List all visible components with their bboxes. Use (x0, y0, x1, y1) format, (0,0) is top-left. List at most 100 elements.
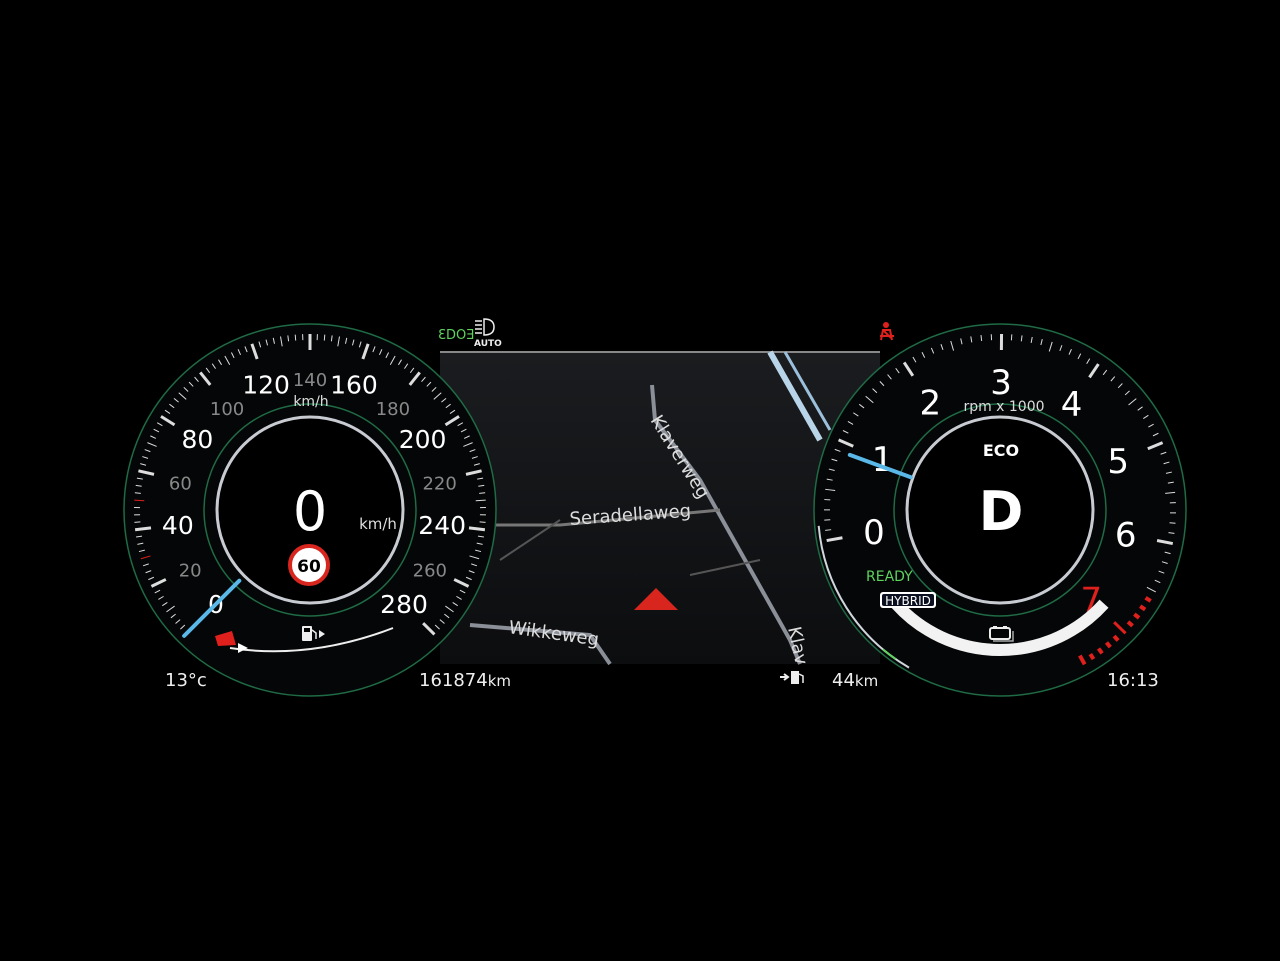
speed-tick (444, 415, 460, 427)
speed-tick (150, 435, 157, 439)
speed-tick (144, 449, 151, 453)
speed-tick (224, 355, 231, 365)
speed-tick (134, 526, 152, 532)
rpm-tick (1048, 341, 1053, 352)
speed-tick (445, 605, 454, 613)
gauge-center-ring (905, 415, 1095, 605)
rpm-tick (940, 344, 944, 351)
speed-tick (218, 359, 223, 366)
rpm-tick (1167, 481, 1174, 484)
navigation-map[interactable] (440, 350, 880, 666)
ready-indicator: READY (866, 569, 913, 585)
battery-icon (989, 626, 1014, 642)
rpm-tick (970, 336, 973, 343)
rpm-tick (1040, 339, 1043, 346)
rpm-tick (1161, 561, 1168, 564)
speed-scale-label: 280 (380, 590, 428, 619)
speed-tick (330, 335, 333, 342)
rpm-tick (1143, 414, 1149, 419)
hybrid-label: HYBRID (885, 594, 931, 608)
rpm-tick (960, 338, 963, 345)
rpm-tick (1148, 423, 1154, 428)
speed-unit: km/h (359, 515, 397, 533)
rpm-tick (1126, 620, 1134, 628)
speed-tick (476, 542, 483, 545)
speed-needle (182, 578, 242, 638)
speed-tick (372, 346, 376, 353)
fuel-pump-icon (302, 626, 325, 641)
speed-tick (449, 409, 456, 414)
rpm-tick (831, 458, 838, 462)
speed-tick (477, 477, 484, 480)
speed-scale-label: 160 (330, 370, 378, 399)
speed-tick (457, 422, 464, 427)
speed-tick (134, 499, 145, 502)
speed-tick (456, 595, 462, 600)
navigation-arrow-icon (634, 588, 678, 610)
rpm-tick (879, 381, 885, 387)
speed-tick (441, 397, 447, 403)
rpm-scale-label: 3 (990, 363, 1012, 403)
speed-tick (459, 589, 466, 594)
speed-tick (444, 613, 450, 619)
speed-tick (468, 526, 486, 532)
speed-scale-label: 220 (422, 473, 456, 494)
speed-tick (199, 371, 212, 386)
rpm-tick (1163, 461, 1170, 465)
rpm-tick (1147, 441, 1164, 451)
speed-tick (250, 343, 259, 360)
speed-tick (156, 422, 163, 427)
speed-tick (230, 352, 235, 359)
speed-tick (244, 346, 248, 353)
speed-tick (180, 624, 186, 630)
rpm-tick (1133, 612, 1141, 620)
rpm-tick (825, 488, 836, 491)
speed-tick (287, 335, 290, 342)
speed-unit-top: km/h (293, 394, 328, 410)
speed-tick (471, 456, 478, 459)
speed-tick (158, 595, 164, 600)
speed-scale-label: 200 (399, 425, 447, 454)
speed-scale-label: 180 (376, 399, 410, 420)
speed-tick (138, 549, 145, 553)
sidelights-icon: ƐDOƎ (438, 328, 474, 343)
rpm-tick (980, 334, 983, 342)
speed-tick (469, 449, 476, 453)
speed-tick (409, 367, 415, 374)
gauge-inner-ring (203, 403, 417, 617)
speed-tick (463, 435, 470, 439)
speed-tick (140, 555, 151, 560)
fuel-gauge-marker (238, 643, 248, 653)
battery-charge-bar (891, 599, 1109, 656)
speed-tick (150, 578, 167, 588)
rpm-tick (1086, 358, 1091, 365)
rpm-tick (1165, 471, 1172, 474)
rpm-tick (1158, 570, 1165, 574)
speed-tick (469, 555, 480, 560)
rpm-tick (1168, 532, 1175, 534)
speed-tick (460, 428, 467, 433)
rpm-tick (1088, 363, 1100, 379)
seatbelt-warning-icon (880, 322, 894, 341)
speed-scale-label: 100 (210, 399, 244, 420)
gear-indicator: D (979, 480, 1024, 543)
rpm-tick (825, 529, 832, 531)
electric-range: 44km (832, 670, 878, 691)
speed-tick (175, 619, 181, 624)
rpm-needle (847, 452, 913, 480)
ev-charging-range-icon (780, 671, 804, 684)
rpm-tick (1156, 539, 1174, 546)
speed-tick (162, 602, 168, 607)
speed-tick (237, 349, 242, 356)
speed-tick (345, 337, 348, 344)
rpm-tick (1102, 369, 1108, 376)
rpm-tick (887, 374, 892, 380)
speed-tick (475, 499, 486, 502)
rpm-tick (921, 351, 926, 358)
gauge-center-ring (215, 415, 405, 605)
speed-tick (169, 403, 175, 409)
speed-tick (134, 492, 141, 494)
rpm-tick (1144, 596, 1152, 603)
speed-tick (166, 605, 175, 613)
speed-tick (140, 463, 147, 466)
